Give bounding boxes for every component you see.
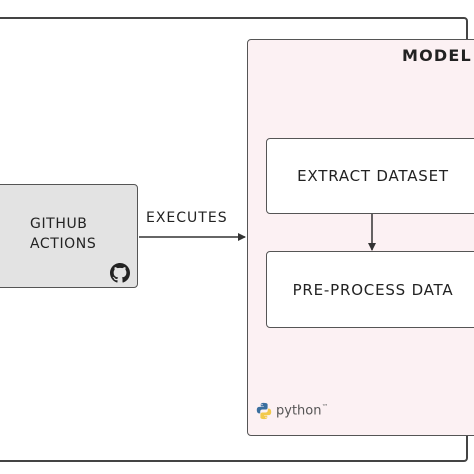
python-text: python™ [276,403,328,418]
extract-dataset-label: EXTRACT DATASET [297,167,449,185]
github-actions-box [0,184,138,288]
preprocess-data-step: PRE-PROCESS DATA [266,251,474,328]
python-trademark: ™ [321,403,329,412]
model-title: MODEL [402,46,472,65]
python-word: python [276,403,322,419]
preprocess-data-label: PRE-PROCESS DATA [292,280,454,299]
github-icon [110,263,130,283]
github-label-line2: ACTIONS [30,236,97,252]
model-box [247,39,474,436]
python-badge: python™ [255,402,328,420]
github-actions-label: GITHUB ACTIONS [30,214,130,254]
github-label-line1: GITHUB [30,216,88,232]
executes-label: EXECUTES [146,210,228,226]
python-logo-icon [256,402,272,420]
extract-dataset-step: EXTRACT DATASET [266,138,474,214]
